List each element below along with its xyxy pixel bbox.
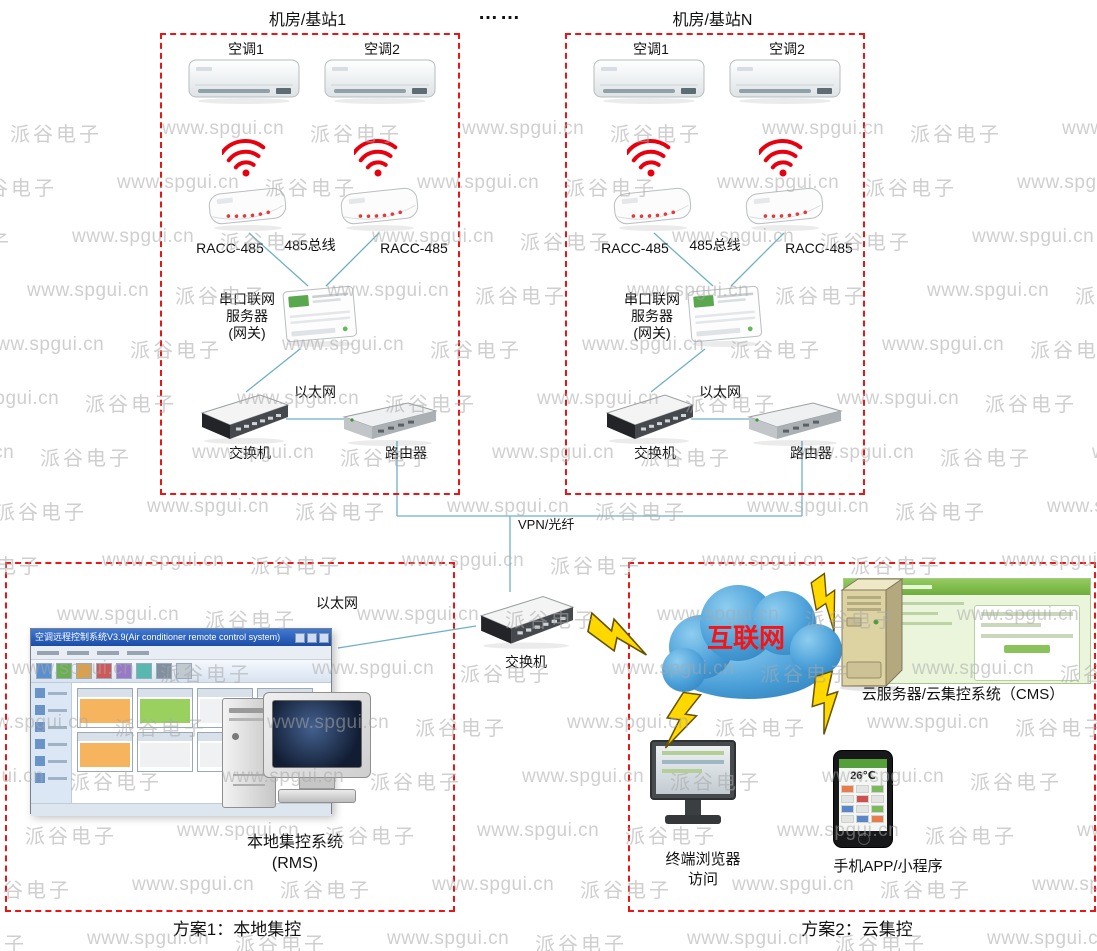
phone-screen: 26℃ bbox=[839, 759, 887, 831]
air-conditioner-icon bbox=[324, 59, 436, 110]
vpn-label: VPN/光纤 bbox=[518, 517, 575, 532]
serial-server-label: 串口联网 服务器 (网关) bbox=[624, 291, 680, 341]
switch-label: 交换机 bbox=[229, 445, 271, 461]
phone-home-button bbox=[858, 833, 870, 845]
racc485-label: RACC-485 bbox=[196, 240, 264, 256]
racc485-label: RACC-485 bbox=[785, 240, 853, 256]
internet-cloud-icon: 互联网 bbox=[646, 565, 851, 720]
ac1-label: 空调1 bbox=[633, 41, 669, 57]
terminal-monitor-icon bbox=[650, 740, 736, 824]
rms-system-label: 本地集控系统 (RMS) bbox=[246, 834, 343, 872]
serial-server-label: 串口联网 服务器 (网关) bbox=[219, 291, 275, 341]
bus-label: 485总线 bbox=[284, 237, 336, 253]
window-buttons-icon bbox=[295, 633, 329, 643]
router-label: 路由器 bbox=[385, 445, 427, 461]
mobile-phone-icon: 26℃ bbox=[833, 750, 893, 848]
ethernet-label: 以太网 bbox=[294, 384, 336, 400]
ac2-label: 空调2 bbox=[364, 41, 400, 57]
crt-monitor-icon bbox=[263, 692, 371, 803]
software-sidebar bbox=[31, 683, 72, 803]
ac2-label: 空调2 bbox=[769, 41, 805, 57]
router-icon bbox=[340, 399, 440, 452]
wifi-signal-icon bbox=[219, 135, 270, 186]
router-icon bbox=[745, 399, 845, 452]
ac1-label: 空调1 bbox=[228, 41, 264, 57]
station-box-n: 空调1 空调2 bbox=[565, 33, 865, 495]
wifi-signal-icon bbox=[756, 135, 807, 186]
solution1-caption: 方案1：本地集控 bbox=[172, 920, 302, 939]
racc485-device-icon bbox=[206, 181, 290, 238]
racc485-device-icon bbox=[743, 181, 827, 238]
station-title-1: 机房/基站1 bbox=[268, 12, 347, 29]
air-conditioner-icon bbox=[593, 59, 705, 110]
software-title: 空调远程控制系统V3.9(Air conditioner remote cont… bbox=[35, 632, 281, 642]
air-conditioner-icon bbox=[729, 59, 841, 110]
station-title-n: 机房/基站N bbox=[672, 12, 753, 29]
switch-icon bbox=[601, 387, 697, 450]
software-menubar bbox=[31, 646, 331, 660]
wifi-signal-icon bbox=[351, 135, 402, 186]
racc485-label: RACC-485 bbox=[601, 240, 669, 256]
racc485-label: RACC-485 bbox=[380, 240, 448, 256]
switch-icon bbox=[196, 387, 292, 450]
phone-temperature: 26℃ bbox=[850, 770, 876, 782]
cms-label: 云服务器/云集控系统（CMS） bbox=[861, 686, 1065, 703]
software-toolbar bbox=[31, 660, 331, 683]
ethernet-label: 以太网 bbox=[316, 595, 358, 611]
serial-server-icon bbox=[683, 283, 767, 354]
cms-login-box bbox=[974, 605, 1080, 681]
software-statusbar bbox=[31, 803, 331, 816]
serial-server-icon bbox=[278, 283, 362, 354]
internet-label: 互联网 bbox=[707, 623, 785, 653]
bus-label: 485总线 bbox=[689, 237, 741, 253]
racc485-device-icon bbox=[611, 181, 695, 238]
software-titlebar: 空调远程控制系统V3.9(Air conditioner remote cont… bbox=[31, 629, 331, 646]
router-label: 路由器 bbox=[790, 445, 832, 461]
core-switch-label: 交换机 bbox=[505, 654, 547, 670]
switch-label: 交换机 bbox=[634, 445, 676, 461]
solution2-caption: 方案2：云集控 bbox=[801, 920, 913, 939]
solution1-box bbox=[5, 562, 455, 912]
air-conditioner-icon bbox=[188, 59, 300, 110]
continuation-dots: …… bbox=[478, 2, 522, 24]
solution2-box bbox=[628, 562, 1096, 912]
core-switch-icon bbox=[474, 588, 578, 655]
ethernet-label: 以太网 bbox=[699, 384, 741, 400]
cloud-server-icon bbox=[830, 574, 910, 697]
racc485-device-icon bbox=[338, 181, 422, 238]
station-box-1: 空调1 空调2 bbox=[160, 33, 460, 495]
terminal-label: 终端浏览器 访问 bbox=[665, 851, 741, 888]
phone-app-label: 手机APP/小程序 bbox=[833, 858, 943, 875]
wifi-signal-icon bbox=[624, 135, 675, 186]
